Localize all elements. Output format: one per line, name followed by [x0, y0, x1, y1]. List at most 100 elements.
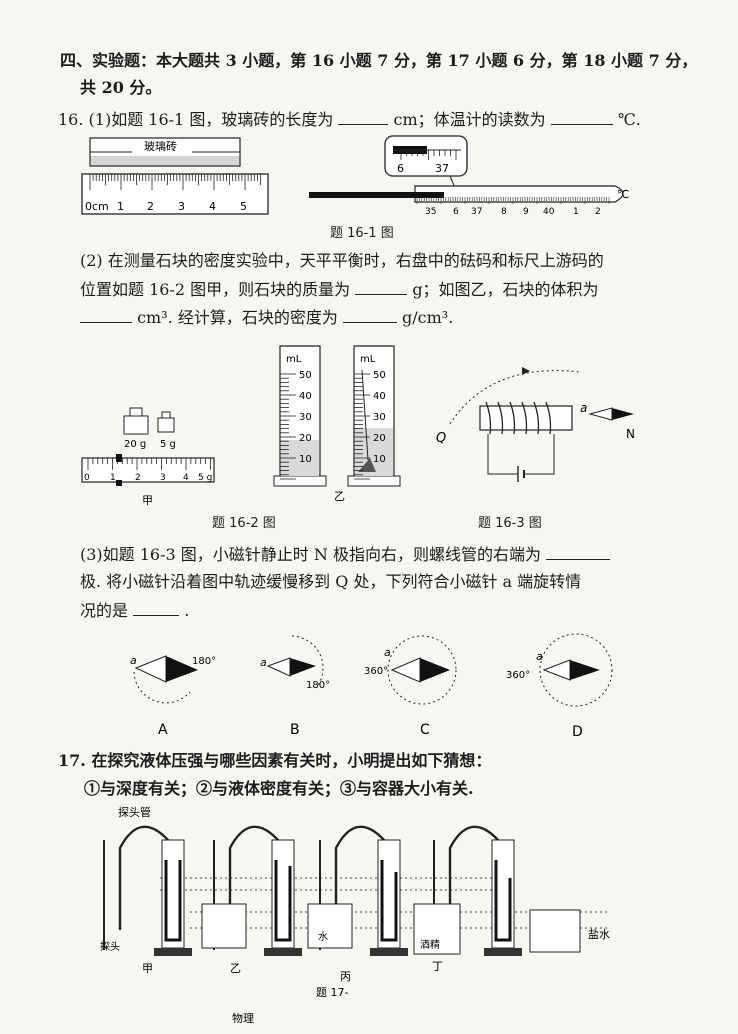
- rider: [116, 454, 122, 462]
- ruler-tick-5: 5: [240, 200, 247, 213]
- q16-p1-c: ℃.: [617, 110, 641, 129]
- point-Q: Q: [436, 431, 446, 446]
- cyl1-tick-50: 50: [299, 370, 312, 381]
- pressure-gauge-figure: 探头管 盐水 探头 水 酒精 甲 乙 丙 丁 题 17- 物理: [100, 805, 610, 1025]
- q16-p2-line2-b: g；如图乙，石块的体积为: [412, 280, 599, 299]
- answer-blank-option[interactable]: [133, 599, 180, 616]
- option-C-a: a: [384, 646, 391, 659]
- q16-p3-line1: (3)如题 16-3 图，小磁针静止时 N 极指向右，则螺线管的右端为: [80, 543, 611, 566]
- cyl2-tick-50: 50: [373, 370, 386, 381]
- scale-tick-0: 0: [84, 473, 90, 483]
- label-yi: 乙: [334, 490, 345, 503]
- option-A[interactable]: a 180° A: [130, 654, 216, 738]
- needle-label-a: a: [580, 401, 587, 415]
- q16-p3-line2: 极. 将小磁针沿着图中轨迹缓慢移到 Q 处，下列符合小磁针 a 端旋转情: [80, 572, 582, 591]
- scale-tick-1: 1: [110, 473, 116, 483]
- cyl1-tick-40: 40: [299, 391, 312, 402]
- option-C[interactable]: a 360° C: [364, 635, 457, 738]
- solenoid-coil: [485, 401, 552, 435]
- ruler-tick-3: 3: [178, 200, 185, 213]
- label-jia: 甲: [142, 494, 153, 507]
- thermo-tick-37: 37: [471, 207, 482, 217]
- ruler-tick-1: 1: [117, 200, 124, 213]
- weight-5g: [157, 417, 175, 433]
- u-tube-gauge-1: [103, 825, 192, 956]
- q16-p2-line3: cm³. 经计算，石块的密度为 g/cm³.: [80, 306, 453, 329]
- scale-tick-3: 3: [160, 473, 166, 483]
- answer-blank-density[interactable]: [342, 306, 397, 323]
- cyl1-unit: mL: [286, 354, 302, 365]
- weight-5g-label: 5 g: [160, 439, 176, 450]
- thermo-tick-40: 40: [543, 207, 555, 217]
- ruler: [81, 173, 269, 215]
- thermo-tick-35: 35: [425, 207, 436, 217]
- section-heading-line1: 四、实验题：本大题共 3 小题，第 16 小题 7 分，第 17 小题 6 分，…: [60, 51, 698, 70]
- ruler-tick-2: 2: [147, 200, 154, 213]
- fig-16-2-caption: 题 16-2 图: [212, 516, 276, 531]
- option-D[interactable]: a 360° D: [506, 633, 613, 740]
- beaker-bing: [307, 903, 353, 949]
- answer-blank-volume[interactable]: [80, 306, 132, 323]
- thermo-unit: ℃: [617, 188, 629, 201]
- option-B-label: B: [290, 722, 300, 738]
- cyl1-tick-30: 30: [299, 412, 312, 423]
- q16-p3-line3: 况的是 .: [80, 599, 189, 622]
- weight-20g-knob: [129, 407, 143, 417]
- option-B[interactable]: a 180° B: [260, 635, 330, 738]
- beaker-extra: [529, 909, 581, 953]
- beaker-yi: [201, 903, 247, 949]
- solenoid-figure: Q a N: [436, 367, 635, 482]
- fig-16-1-caption: 题 16-1 图: [330, 226, 394, 241]
- needle-path: [449, 370, 581, 425]
- option-B-angle: 180°: [306, 680, 330, 691]
- scale-tick-2: 2: [135, 473, 141, 483]
- thermo-tick-2: 2: [595, 207, 601, 217]
- thermo-tick-8: 8: [501, 207, 507, 217]
- label-ding-17: 丁: [432, 960, 443, 973]
- answer-blank-thermometer[interactable]: [550, 108, 613, 125]
- glass-brick-label: 玻璃砖: [144, 139, 177, 153]
- label-jia-17: 甲: [142, 962, 153, 975]
- thermo-tick-1: 1: [573, 207, 579, 217]
- balance-scale-bar: [81, 457, 215, 483]
- section-heading-line2: 共 20 分。: [80, 78, 162, 97]
- label-water: 水: [318, 931, 328, 943]
- q16-p2-line3-a: cm³. 经计算，石块的密度为: [137, 308, 338, 327]
- q16-p3-line3-end: .: [184, 601, 190, 620]
- thermo-tick-9: 9: [523, 207, 529, 217]
- label-alcohol: 酒精: [420, 938, 440, 951]
- cyl2-tick-20: 20: [373, 433, 386, 444]
- answer-blank-solenoid-pole[interactable]: [546, 543, 611, 560]
- option-A-a: a: [130, 654, 137, 667]
- cyl1-tick-10: 10: [299, 454, 312, 465]
- q16-part1-text: 16. (1)如题 16-1 图，玻璃砖的长度为 cm；体温计的读数为 ℃.: [58, 108, 641, 131]
- fig-17-caption: 题 17-: [316, 986, 348, 999]
- q16-p2-line2-a: 位置如题 16-2 图甲，则石块的质量为: [80, 280, 351, 299]
- beaker-ding: [413, 903, 461, 955]
- answer-blank-mass[interactable]: [355, 278, 408, 295]
- q16-p3-line1-a: (3)如题 16-3 图，小磁针静止时 N 极指向右，则螺线管的右端为: [80, 545, 541, 564]
- cyl2-tick-10: 10: [373, 454, 386, 465]
- option-A-label: A: [158, 722, 168, 738]
- u-tube-gauge-3: [319, 825, 408, 956]
- footer-text: 物理: [232, 1011, 254, 1025]
- q16-p2-line2: 位置如题 16-2 图甲，则石块的质量为 g；如图乙，石块的体积为: [80, 278, 599, 301]
- weight-20g-label: 20 g: [124, 439, 146, 450]
- ruler-unit: 0cm: [85, 200, 109, 213]
- stone: [358, 458, 376, 472]
- magnetic-needle-a: [588, 407, 613, 421]
- zoom-tick-37: 37: [435, 162, 449, 175]
- u-tube-gauge-2: [213, 825, 302, 956]
- zoom-tick-6: 6: [397, 162, 404, 175]
- option-B-a: a: [260, 656, 267, 669]
- needle-label-N: N: [626, 427, 635, 441]
- answer-blank-brick-length[interactable]: [338, 108, 389, 125]
- q17-line1: 17. 在探究液体压强与哪些因素有关时，小明提出如下猜想：: [58, 751, 492, 770]
- graduated-cylinders-figure: mL 50 40 30 20 10 mL 50 40 30 20 10 乙: [273, 345, 401, 503]
- cyl2-tick-30: 30: [373, 412, 386, 423]
- q17-line2: ①与深度有关；②与液体密度有关；③与容器大小有关.: [84, 779, 474, 798]
- option-C-angle: 360°: [364, 666, 388, 677]
- cyl2-unit: mL: [360, 354, 376, 365]
- option-D-angle: 360°: [506, 670, 530, 681]
- label-probe: 探头: [100, 940, 120, 953]
